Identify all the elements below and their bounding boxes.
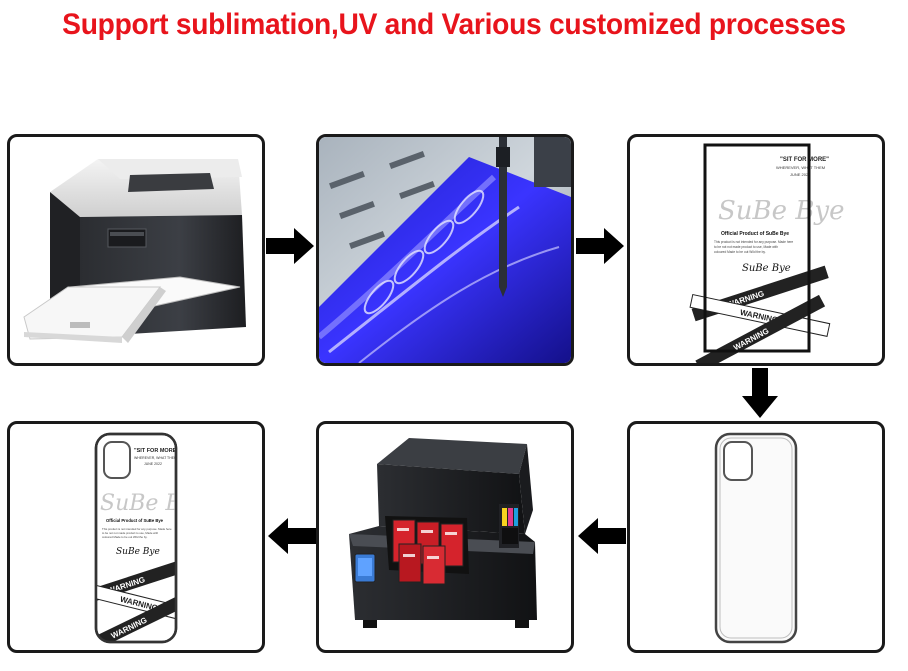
case-body-line: to be not not made product to use, Made … bbox=[102, 531, 159, 535]
case-body-line: coloured Made to be out Wild the by. bbox=[102, 535, 148, 539]
step-3-panel: "SIT FOR MORE" WHEREVER, WHAT THEM JUNE … bbox=[627, 134, 885, 366]
step-2-panel bbox=[316, 134, 574, 366]
design-heading: Official Product of SuBe Bye bbox=[721, 231, 789, 237]
step-5-panel bbox=[316, 421, 574, 653]
design-tag-line: "SIT FOR MORE" bbox=[780, 157, 829, 163]
design-tag-line: JUNE 2022 bbox=[790, 172, 811, 177]
printed-design-sheet-icon: "SIT FOR MORE" WHEREVER, WHAT THEM JUNE … bbox=[689, 143, 845, 363]
case-tag-line: WHEREVER, WHAT THEM bbox=[134, 456, 177, 460]
case-tag-line: JUNE 2022 bbox=[144, 462, 162, 466]
design-body-line: coloured Made to be out Wild the by. bbox=[714, 250, 766, 254]
uv-flatbed-printer-icon bbox=[349, 438, 537, 628]
case-heading: Official Product of SuBe Bye bbox=[106, 518, 164, 523]
case-signature: SuBe Bye bbox=[116, 547, 160, 557]
step-6-panel: "SIT FOR MORE" WHEREVER, WHAT THEM JUNE … bbox=[7, 421, 265, 653]
design-body-line: to be not not made product to use, Made … bbox=[714, 245, 778, 249]
arrow-left-icon bbox=[576, 516, 626, 556]
case-brand-logo: SuBe Bye bbox=[100, 491, 207, 516]
arrow-left-icon bbox=[266, 516, 316, 556]
step-4-panel bbox=[627, 421, 885, 653]
laser-printer-icon bbox=[23, 159, 246, 343]
arrow-right-icon bbox=[576, 226, 626, 266]
printed-phone-case-icon: "SIT FOR MORE" WHEREVER, WHAT THEM JUNE … bbox=[94, 432, 207, 644]
design-signature: SuBe Bye bbox=[742, 263, 791, 274]
uv-ink-roller-icon bbox=[319, 137, 571, 363]
case-tag-line: "SIT FOR MORE" bbox=[134, 448, 179, 454]
page-title: Support sublimation,UV and Various custo… bbox=[62, 8, 846, 41]
blank-phone-case-icon bbox=[714, 432, 798, 644]
step-1-panel bbox=[7, 134, 265, 366]
design-body-line: This product is not intended for any pur… bbox=[714, 240, 793, 244]
arrow-down-icon bbox=[740, 368, 780, 420]
case-body-line: This product is not intended for any pur… bbox=[102, 527, 172, 531]
design-brand-logo: SuBe Bye bbox=[718, 196, 845, 226]
design-tag-line: WHEREVER, WHAT THEM bbox=[776, 165, 825, 170]
arrow-right-icon bbox=[266, 226, 316, 266]
